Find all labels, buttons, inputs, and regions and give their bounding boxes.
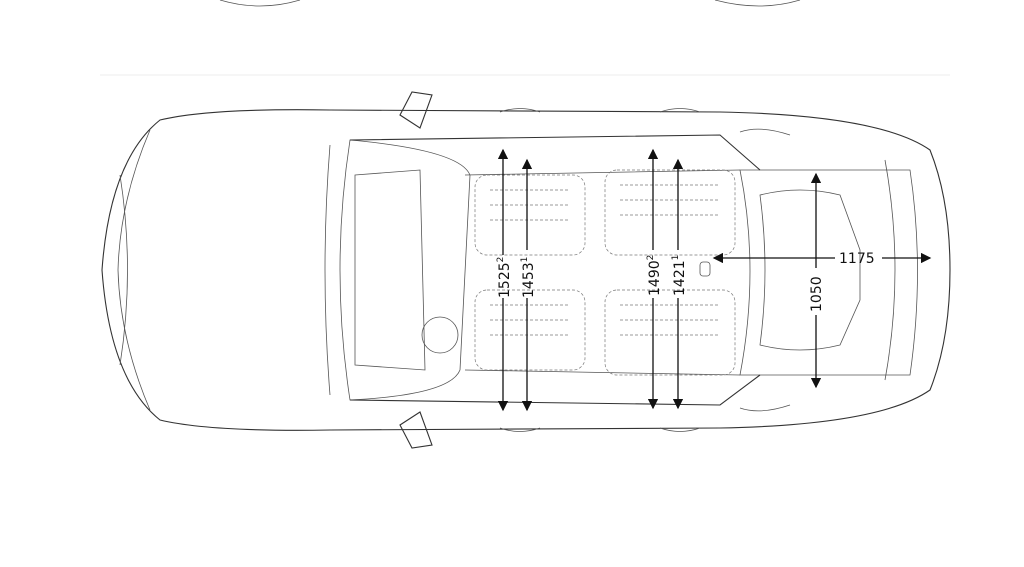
front-shoulder-width-label: 15252 (496, 257, 513, 298)
car-body (101, 91, 951, 449)
load-floor-width-label: 1050 (809, 276, 825, 312)
front-elbow-width-label: 14531 (520, 257, 537, 298)
dimension-labels: 15252 14531 14902 14211 1050 1175 (496, 251, 875, 312)
top-wheel-remnants (219, 0, 801, 7)
rear-shoulder-width-label: 14902 (646, 255, 663, 296)
load-floor-length-label: 1175 (839, 251, 875, 267)
seats (474, 169, 736, 376)
dimension-lines (497, 148, 932, 412)
rear-elbow-width-label: 14211 (671, 255, 688, 296)
